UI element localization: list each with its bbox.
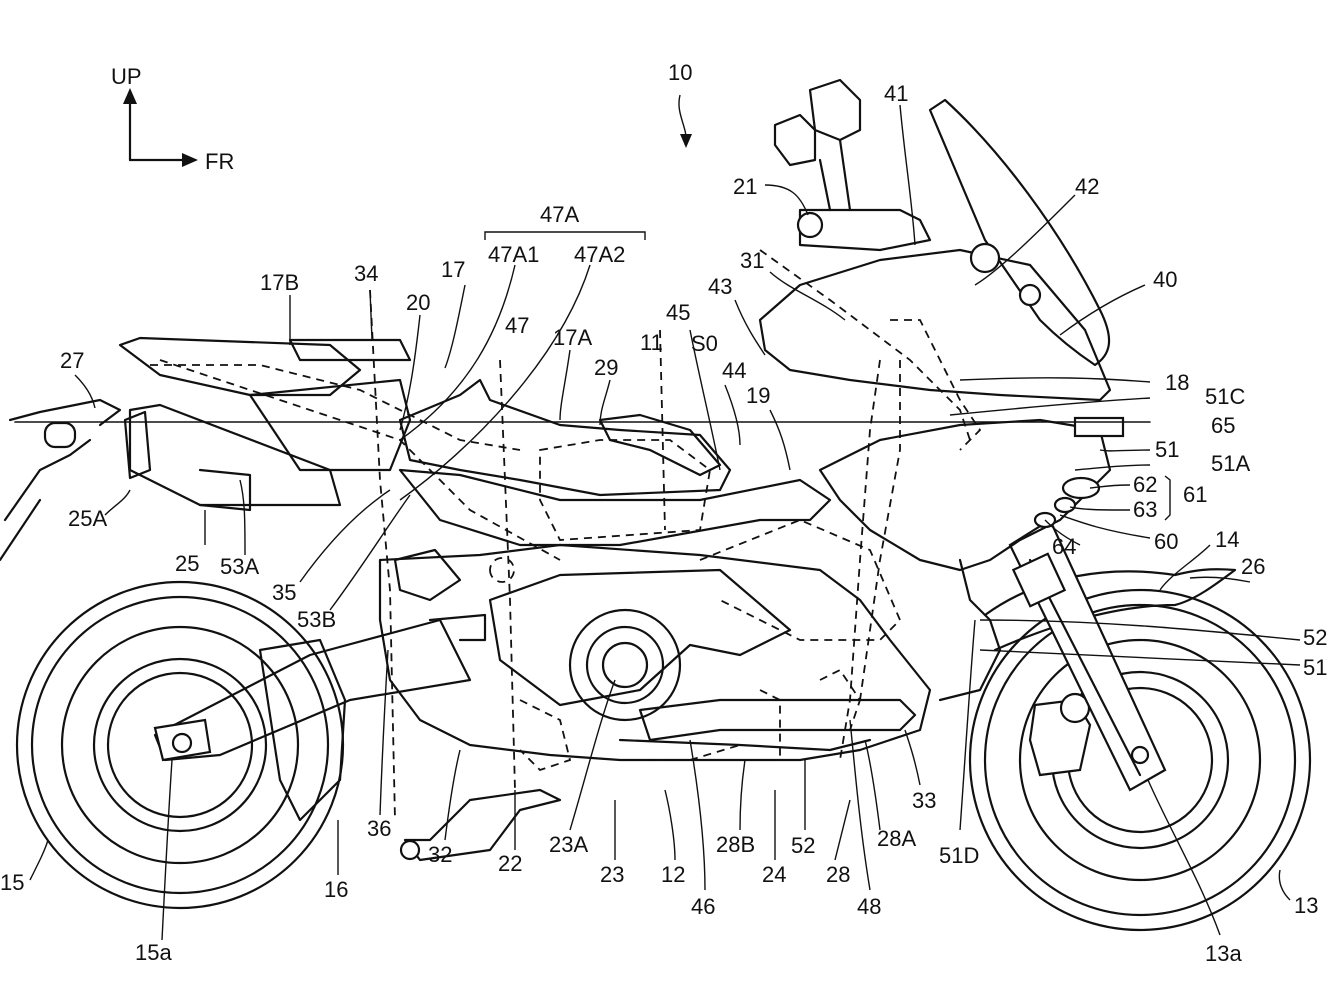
leader-lines: [29, 94, 1301, 941]
callout-43: 43: [708, 274, 732, 299]
callout-35: 35: [272, 580, 296, 605]
callout-25A: 25A: [68, 506, 107, 531]
windscreen: [928, 98, 1111, 367]
callout-51: 51: [1155, 437, 1179, 462]
callout-33: 33: [912, 788, 936, 813]
engine-unit: [378, 543, 932, 762]
callout-23A: 23A: [549, 832, 588, 857]
front-wheel: [968, 588, 1312, 932]
callout-16: 16: [324, 877, 348, 902]
callout-45: 45: [666, 300, 690, 325]
callout-51A: 51A: [1211, 451, 1250, 476]
callout-47: 47: [505, 313, 529, 338]
callout-51C: 51C: [1205, 384, 1245, 409]
handlebar: [773, 78, 1042, 307]
callout-62: 62: [1133, 472, 1157, 497]
callout-25: 25: [175, 551, 199, 576]
callout-12: 12: [661, 862, 685, 887]
callout-S0: S0: [691, 331, 718, 356]
orientation-indicator: UP FR: [111, 64, 234, 174]
callout-51D: 51D: [939, 843, 979, 868]
callout-44: 44: [722, 358, 746, 383]
callout-47A1: 47A1: [488, 242, 539, 267]
callout-11: 11: [640, 330, 663, 355]
callout-63: 63: [1133, 497, 1157, 522]
callout-41: 41: [884, 81, 908, 106]
callout-32: 32: [428, 842, 452, 867]
callout-46: 46: [691, 894, 715, 919]
up-axis-label: UP: [111, 64, 142, 89]
callout-51-lower: 51: [1303, 655, 1327, 680]
callout-13a: 13a: [1205, 941, 1242, 966]
callout-36: 36: [367, 816, 391, 841]
callout-21: 21: [733, 174, 757, 199]
callout-17B: 17B: [260, 270, 299, 295]
callout-31: 31: [740, 248, 764, 273]
rear-body: [118, 336, 832, 547]
hidden-outlines: [150, 249, 982, 821]
callout-42: 42: [1075, 174, 1099, 199]
callout-48: 48: [857, 894, 881, 919]
callout-28: 28: [826, 862, 850, 887]
callout-23: 23: [600, 862, 624, 887]
callout-53B: 53B: [297, 607, 336, 632]
callout-22: 22: [498, 851, 522, 876]
callout-34: 34: [354, 261, 378, 286]
tail-light: [0, 398, 122, 562]
callout-17: 17: [441, 257, 465, 282]
callout-19: 19: [746, 383, 770, 408]
front-axis-label: FR: [205, 149, 234, 174]
callout-61: 61: [1183, 482, 1207, 507]
callout-53A: 53A: [220, 554, 259, 579]
callout-52-upper: 52: [1303, 625, 1327, 650]
callout-labels: 10 47A 47A1 47A2 41 21 42 17B 34 17 31 4…: [0, 60, 1327, 966]
callout-27: 27: [60, 348, 84, 373]
stand: [399, 788, 562, 862]
callout-28B: 28B: [716, 832, 755, 857]
callout-15: 15: [0, 870, 24, 895]
swing-arm: [153, 618, 472, 822]
callout-47A: 47A: [540, 202, 579, 227]
callout-14: 14: [1215, 527, 1239, 552]
callout-18: 18: [1165, 370, 1189, 395]
muffler: [123, 403, 342, 512]
callout-13: 13: [1294, 893, 1318, 918]
callout-65: 65: [1211, 413, 1235, 438]
callout-26: 26: [1241, 554, 1265, 579]
callout-28A: 28A: [877, 826, 916, 851]
callout-47A2: 47A2: [574, 242, 625, 267]
callout-10: 10: [668, 60, 692, 85]
callout-52-lower: 52: [791, 833, 815, 858]
callout-60: 60: [1154, 529, 1178, 554]
callout-20: 20: [406, 290, 430, 315]
callout-40: 40: [1153, 267, 1177, 292]
callout-64: 64: [1052, 534, 1076, 559]
callout-17A: 17A: [553, 325, 592, 350]
callout-24: 24: [762, 862, 786, 887]
callout-29: 29: [594, 355, 618, 380]
callout-15a: 15a: [135, 940, 172, 965]
